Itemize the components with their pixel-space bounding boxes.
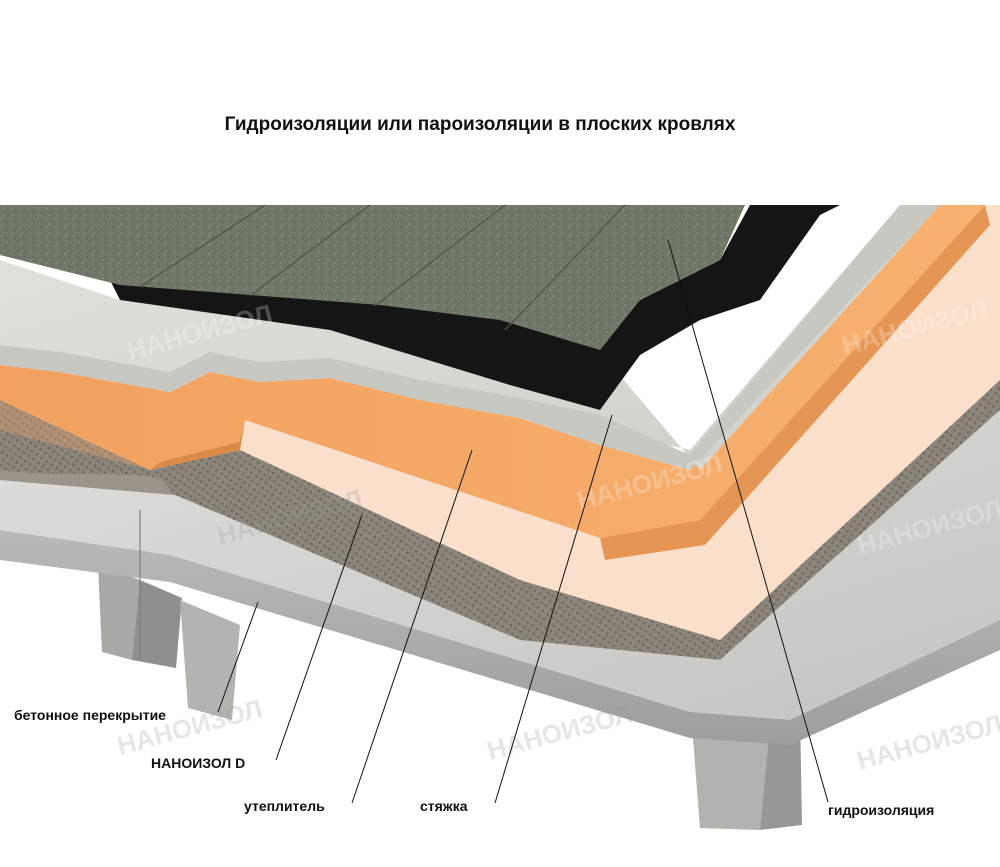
concrete-slab: [0, 410, 1000, 745]
nanoizol-d-membrane: [0, 380, 1000, 660]
diagram-title: Гидроизоляции или пароизоляции в плоских…: [224, 114, 736, 135]
label-concrete-slab: бетонное перекрытие: [14, 707, 166, 723]
label-insulation: утеплитель: [244, 798, 325, 814]
leader-line-nanoizol: [275, 514, 363, 761]
leader-lines: [217, 239, 829, 804]
screed-layer: [0, 205, 940, 470]
top-membrane-sheets: [0, 204, 745, 350]
label-nanoizol-d: НАНОИЗОЛ D: [151, 755, 246, 771]
watermark-text: НАНОИЗОЛ: [854, 708, 1000, 776]
insulation-layer: [0, 205, 1000, 640]
leader-line-screed: [494, 414, 613, 804]
label-waterproofing: гидроизоляция: [828, 802, 935, 818]
leader-line-waterproofing: [667, 239, 829, 803]
label-screed: стяжка: [420, 798, 468, 814]
leader-line-insulation: [351, 449, 473, 804]
watermark-text: НАНОИЗОЛ: [484, 698, 636, 766]
leader-line-concrete: [217, 601, 259, 713]
